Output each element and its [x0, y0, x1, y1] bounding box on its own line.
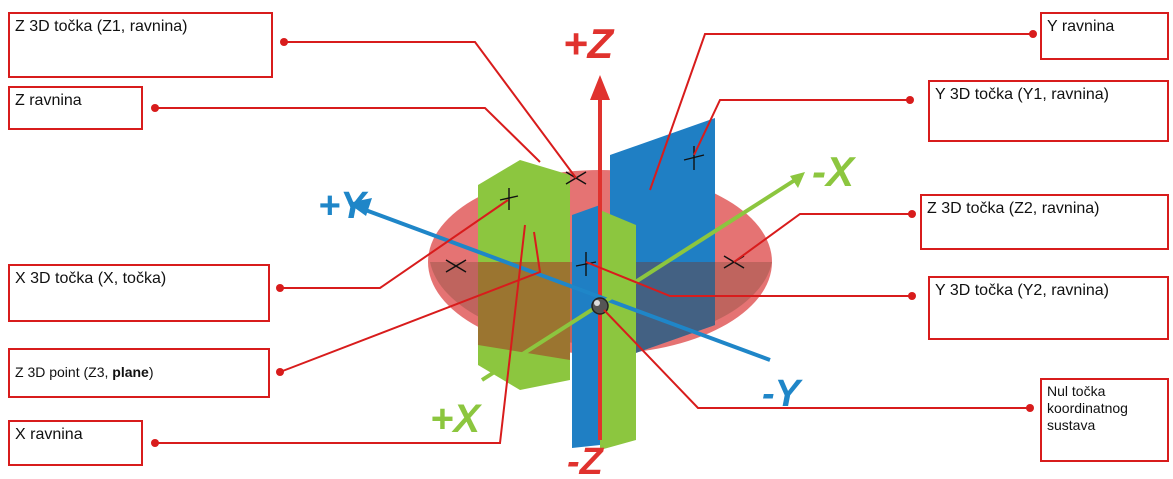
plus-y-label: +Y	[318, 185, 369, 227]
z1-point-text: Z 3D točka (Z1, ravnina)	[15, 18, 188, 35]
z2-point-label: Z 3D točka (Z2, ravnina)	[920, 194, 1169, 250]
z-plane-text: Z ravnina	[15, 92, 82, 109]
y-plane-text: Y ravnina	[1047, 18, 1115, 35]
z1-point-label: Z 3D točka (Z1, ravnina)	[8, 12, 273, 78]
y1-point-label: Y 3D točka (Y1, ravnina)	[928, 80, 1169, 142]
y-plane-shadow	[610, 262, 715, 362]
x-plane-front	[600, 210, 636, 450]
minus-x-label: -X	[812, 148, 857, 195]
x-point-text: X 3D točka (X, točka)	[15, 270, 167, 287]
z3-point-label: Z 3D point (Z3, plane)	[8, 348, 270, 398]
x-plane-label: X ravnina	[8, 420, 143, 466]
plus-z-label: +Z	[563, 20, 615, 67]
y1-point-text: Y 3D točka (Y1, ravnina)	[935, 86, 1110, 103]
x-plane-text: X ravnina	[15, 426, 83, 443]
z3-point-suffix: )	[148, 364, 154, 380]
origin-highlight	[594, 300, 600, 306]
leader-lines	[155, 33, 1033, 444]
y2-point-label: Y 3D točka (Y2, ravnina)	[928, 276, 1169, 340]
origin-text: Nul točka koordinatnog sustava	[1047, 383, 1128, 433]
x-axis	[480, 178, 797, 382]
z-plane-label: Z ravnina	[8, 86, 143, 130]
y-axis	[359, 206, 771, 362]
origin-label: Nul točka koordinatnog sustava	[1040, 378, 1169, 462]
x-axis-arrow	[790, 172, 805, 188]
z2-point-text: Z 3D točka (Z2, ravnina)	[927, 200, 1100, 217]
z3-point-text: Z 3D point (Z3,	[15, 364, 113, 380]
minus-z-label: -Z	[567, 441, 605, 479]
y-axis-arrow	[348, 198, 372, 216]
x-point-label: X 3D točka (X, točka)	[8, 264, 270, 322]
plus-x-label: +X	[430, 397, 482, 441]
y-plane-label: Y ravnina	[1040, 12, 1169, 60]
z-axis-arrow	[590, 75, 610, 100]
z3-point-bold-text: plane	[112, 364, 149, 380]
minus-y-label: -Y	[762, 373, 804, 415]
y2-point-text: Y 3D točka (Y2, ravnina)	[935, 282, 1110, 299]
y-plane-front	[572, 205, 600, 448]
leader-dots	[151, 30, 1037, 447]
x-plane-shadow	[478, 262, 570, 360]
